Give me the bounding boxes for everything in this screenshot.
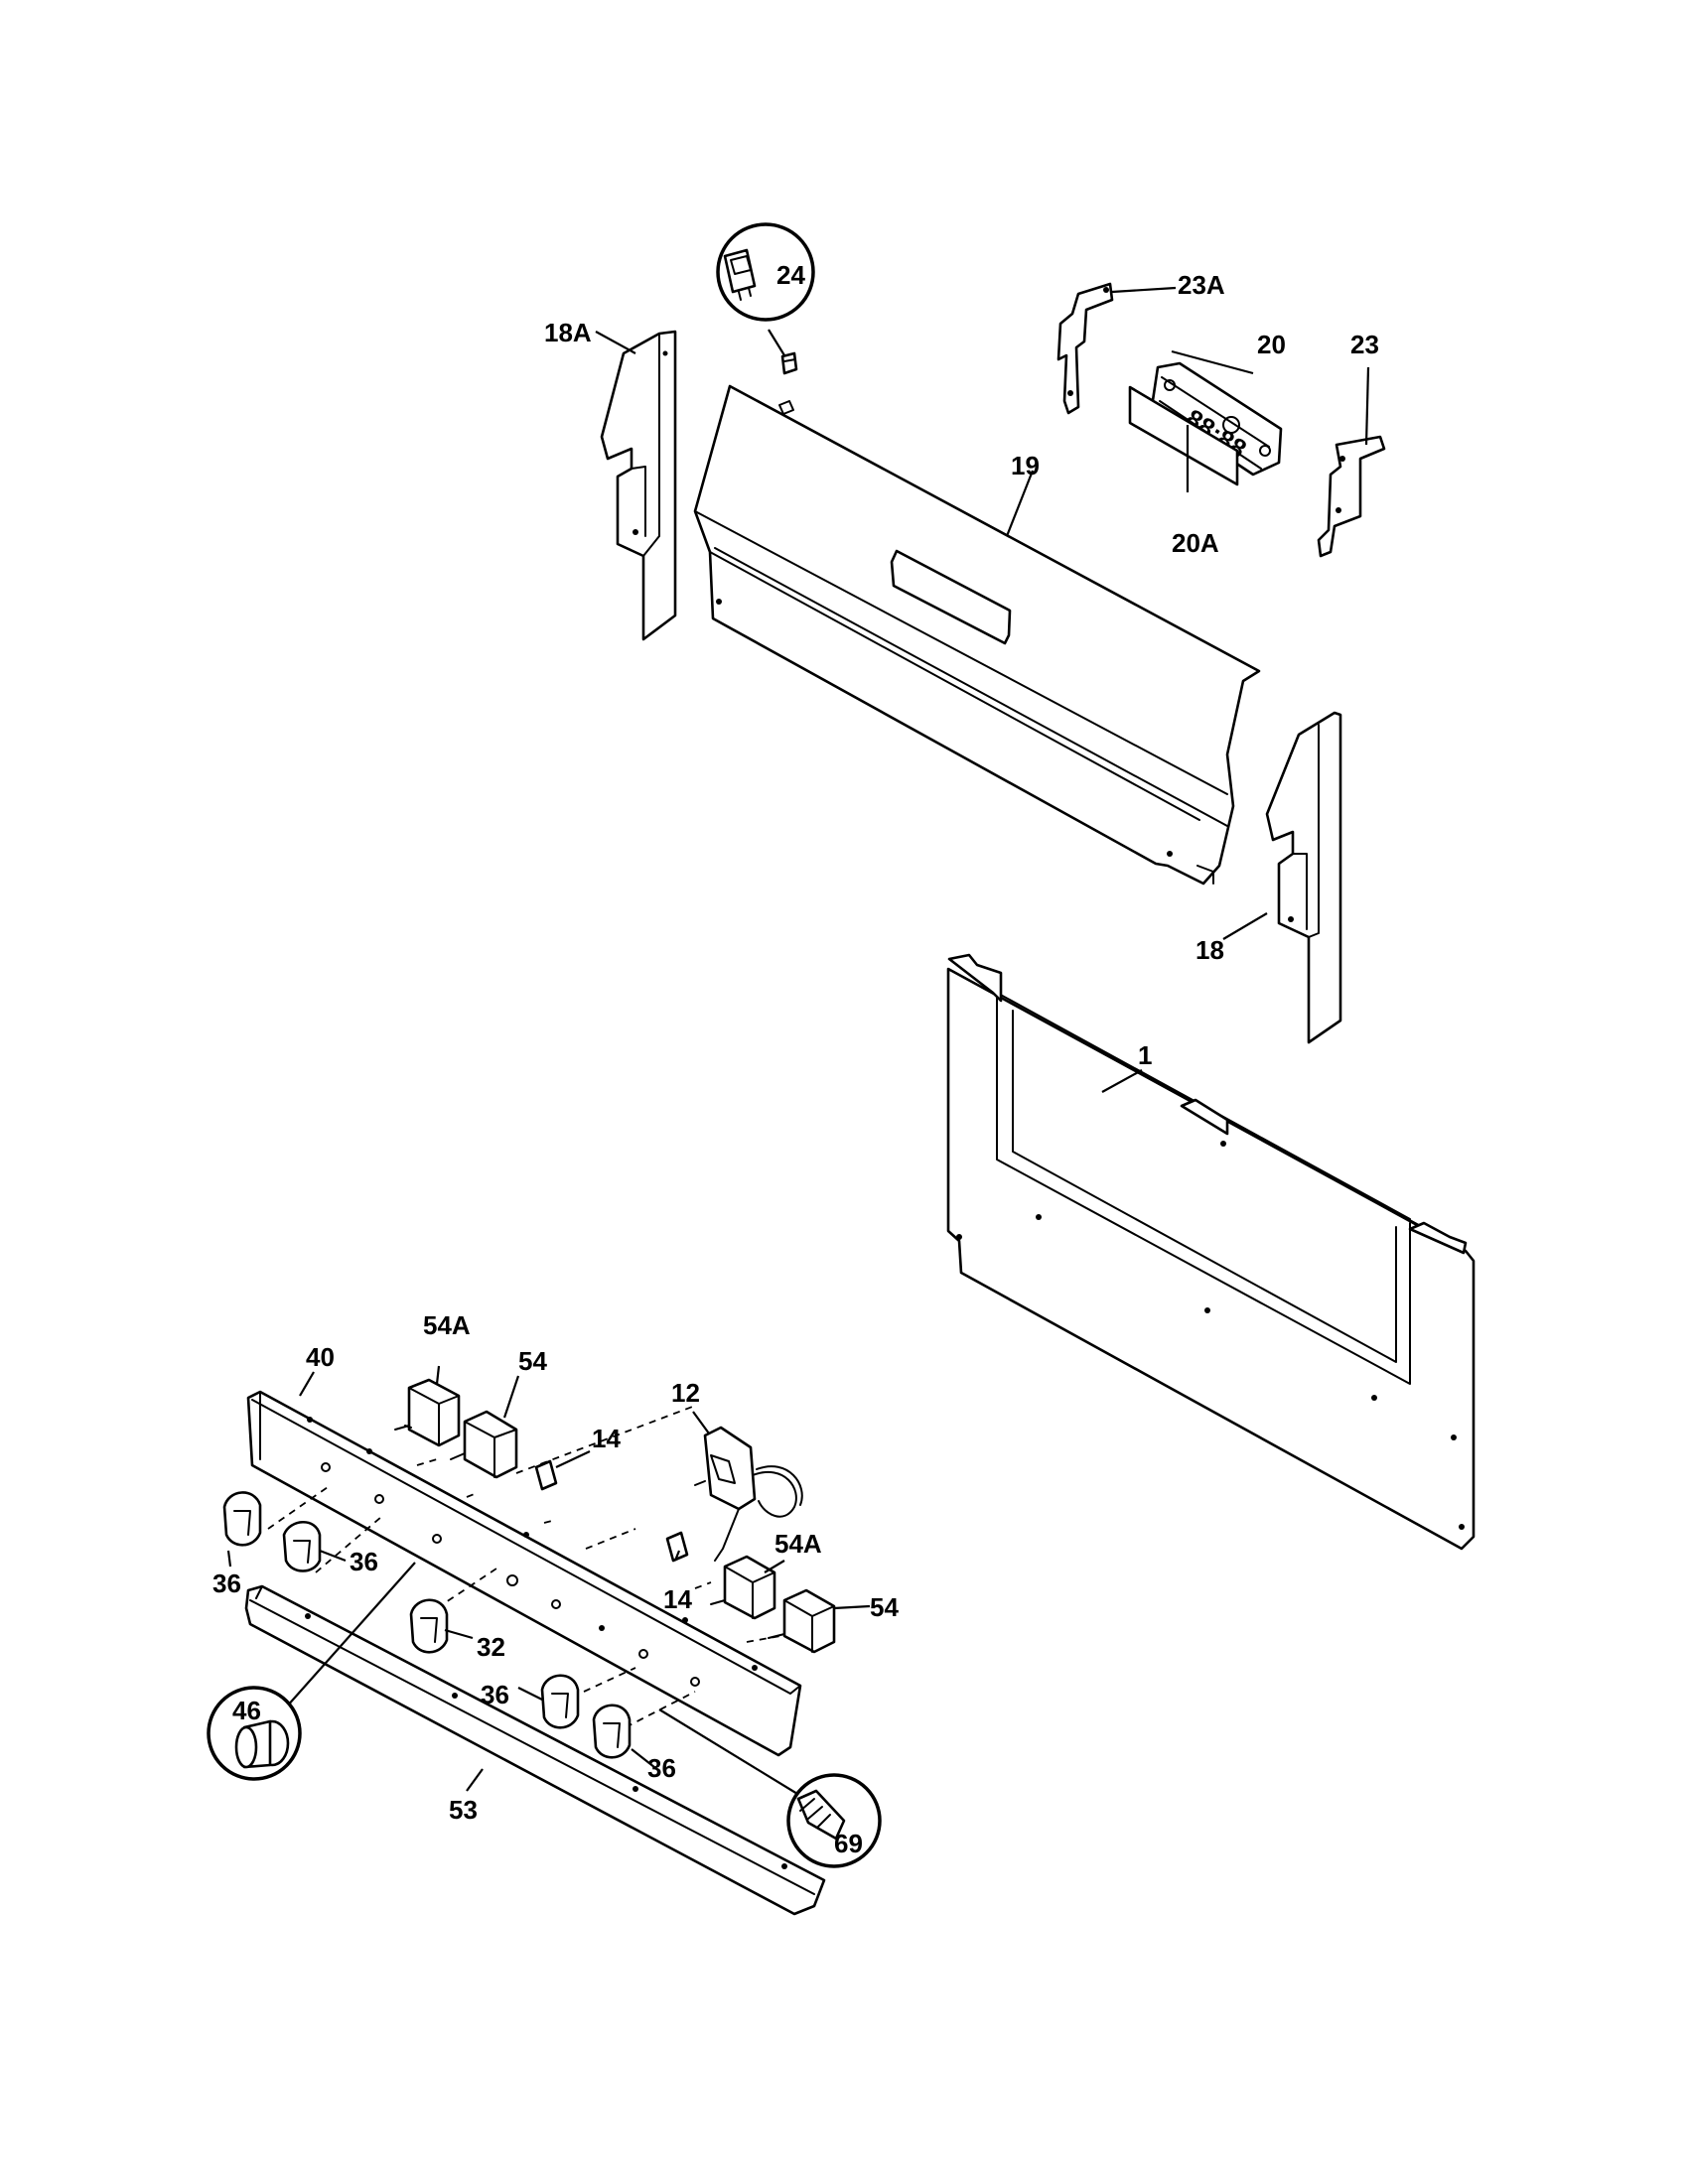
knob-36-far-left — [222, 1491, 262, 1547]
callout-53: 53 — [449, 1795, 478, 1825]
detail-bubble-24: 24 — [716, 222, 815, 356]
callout-1: 1 — [1138, 1040, 1152, 1070]
callout-54-lower: 54 — [870, 1592, 899, 1622]
callout-23: 23 — [1350, 330, 1379, 359]
callout-69: 69 — [834, 1829, 863, 1858]
knob-36-left — [282, 1520, 322, 1572]
leader-lines — [226, 286, 1370, 1792]
part-18a-left-end-bracket — [600, 330, 677, 641]
callout-54-upper: 54 — [518, 1346, 547, 1376]
part-23-bracket — [1317, 435, 1386, 558]
part-12-thermostat — [694, 1426, 803, 1562]
assembly-lines — [267, 1405, 781, 1728]
part-19-backguard-panel — [693, 384, 1261, 886]
part-40-control-panel — [246, 1390, 802, 1757]
callout-12: 12 — [671, 1378, 700, 1408]
part-1-rear-panel — [946, 953, 1476, 1551]
callout-14-upper: 14 — [592, 1424, 621, 1453]
callout-18a: 18A — [544, 318, 592, 347]
callout-24: 24 — [776, 260, 805, 290]
part-53-trim-strip — [244, 1584, 826, 1916]
part-54a-switch-upper — [394, 1378, 461, 1447]
callout-labels: 18A 19 23A 20 23 20A 18 1 40 54A 54 12 1… — [212, 270, 1379, 1825]
callout-19: 19 — [1011, 451, 1040, 480]
callout-23a: 23A — [1178, 270, 1225, 300]
part-18-right-end-bracket — [1265, 711, 1342, 1044]
callout-46: 46 — [232, 1696, 261, 1725]
callout-14-lower: 14 — [663, 1584, 692, 1614]
callout-54a-lower: 54A — [774, 1529, 822, 1559]
detail-bubble-46: 46 — [207, 1562, 416, 1781]
knob-32-center — [409, 1598, 449, 1654]
knob-36-right — [540, 1674, 580, 1729]
callout-36-far-right: 36 — [647, 1753, 676, 1783]
callout-20: 20 — [1257, 330, 1286, 359]
callout-20a: 20A — [1172, 528, 1219, 558]
part-23a-bracket — [1056, 282, 1114, 415]
knob-36-far-right — [592, 1704, 632, 1759]
callout-54a-upper: 54A — [423, 1310, 471, 1340]
callout-36-far-left: 36 — [212, 1569, 241, 1598]
part-54-switch-upper — [450, 1410, 518, 1479]
callout-32: 32 — [477, 1632, 505, 1662]
callout-36-right: 36 — [481, 1680, 509, 1709]
part-54-switch-lower — [768, 1588, 836, 1654]
detail-bubble-69: 69 — [658, 1708, 882, 1868]
callout-36-left: 36 — [350, 1547, 378, 1576]
callout-40: 40 — [306, 1342, 335, 1372]
part-20a-overlay — [1128, 385, 1239, 486]
callout-18: 18 — [1196, 935, 1224, 965]
part-24-switch — [780, 351, 798, 375]
part-14-pilot-light-lower — [665, 1531, 689, 1563]
part-54a-switch-lower — [710, 1555, 776, 1620]
part-14-pilot-light-upper — [534, 1459, 558, 1491]
